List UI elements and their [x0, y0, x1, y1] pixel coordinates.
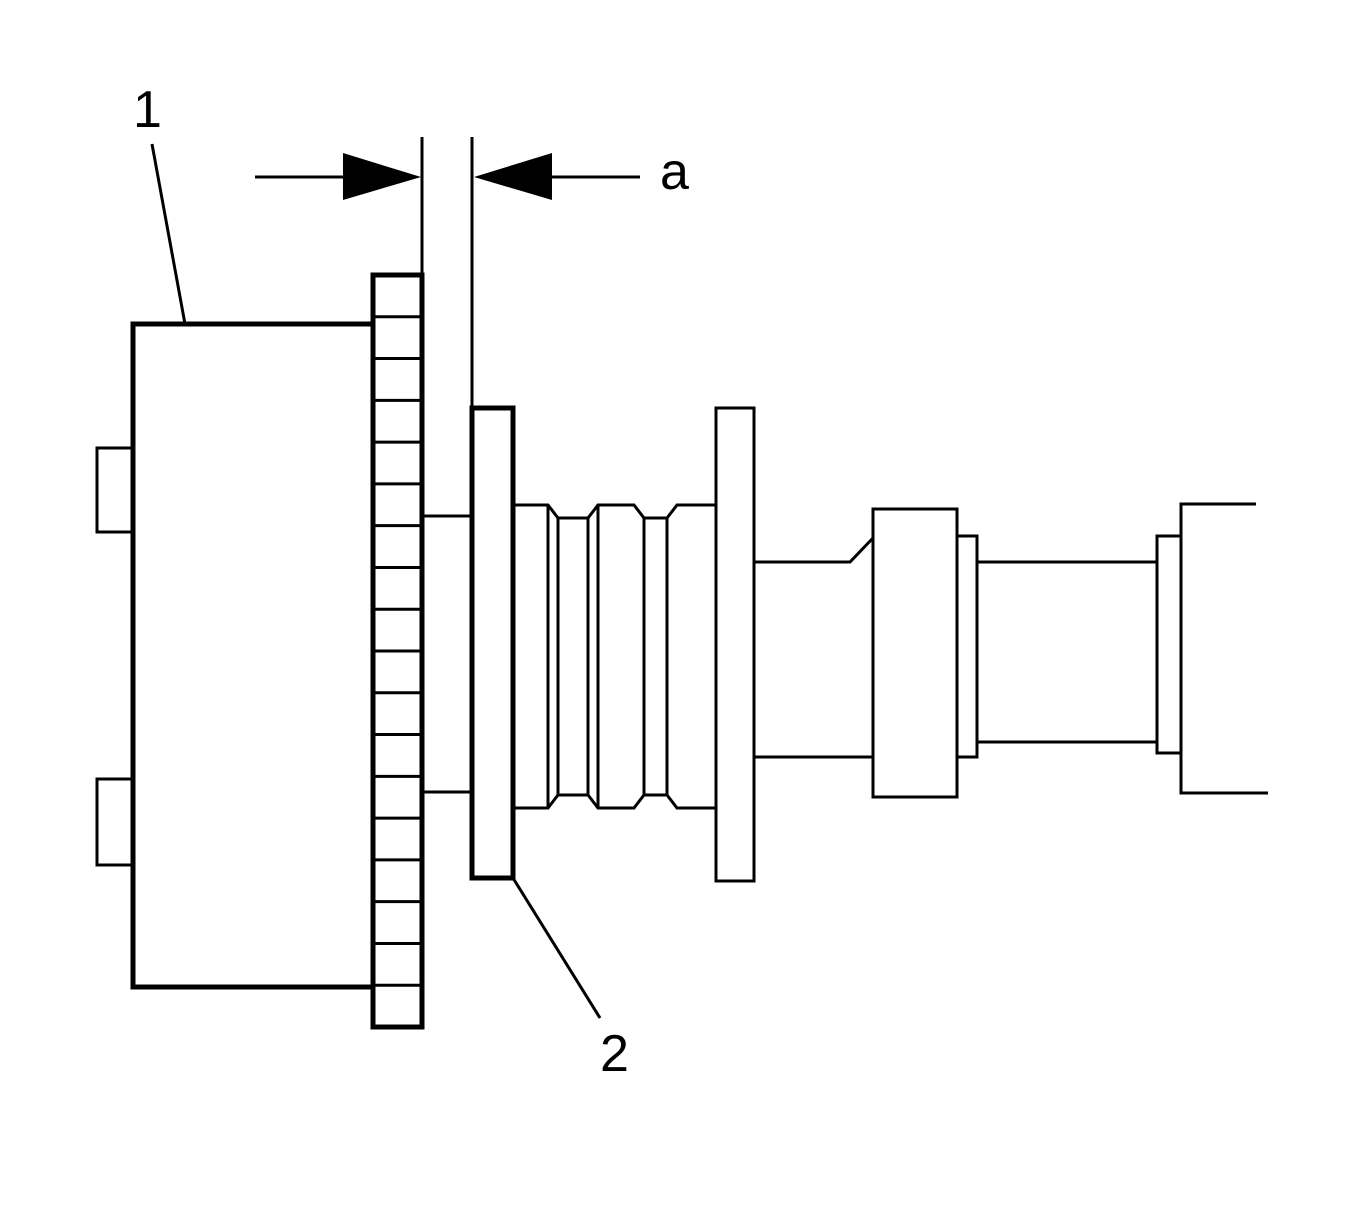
- arrowhead-right: [474, 153, 552, 200]
- shaft-continuation: [1179, 502, 1268, 795]
- lobe-collar: [955, 534, 979, 759]
- actuator-housing: [130, 321, 372, 990]
- sprocket-gear: [370, 272, 425, 1030]
- thrust-plate: [469, 405, 516, 881]
- leader-line-2: [511, 877, 602, 1019]
- camshaft-flange: [714, 406, 756, 883]
- bearing-collar: [1155, 534, 1183, 755]
- hub: [422, 514, 472, 794]
- cam-lobe: [871, 507, 959, 799]
- gear-teeth: [373, 315, 422, 987]
- actuator-body: [95, 321, 372, 990]
- arrowhead-left: [343, 153, 421, 200]
- callout-a: a: [660, 143, 689, 201]
- callout-1: 1: [133, 81, 162, 139]
- journal-section: [513, 503, 716, 810]
- shaft-segment-1: [754, 536, 875, 759]
- shaft-segment-2: [977, 560, 1157, 744]
- actuator-tab-lower: [95, 777, 135, 867]
- camshaft: [513, 406, 1268, 883]
- dimension-a: [255, 137, 640, 408]
- leader-line-1: [150, 143, 187, 325]
- callout-2: 2: [600, 1025, 629, 1083]
- actuator-tab-upper: [95, 446, 135, 534]
